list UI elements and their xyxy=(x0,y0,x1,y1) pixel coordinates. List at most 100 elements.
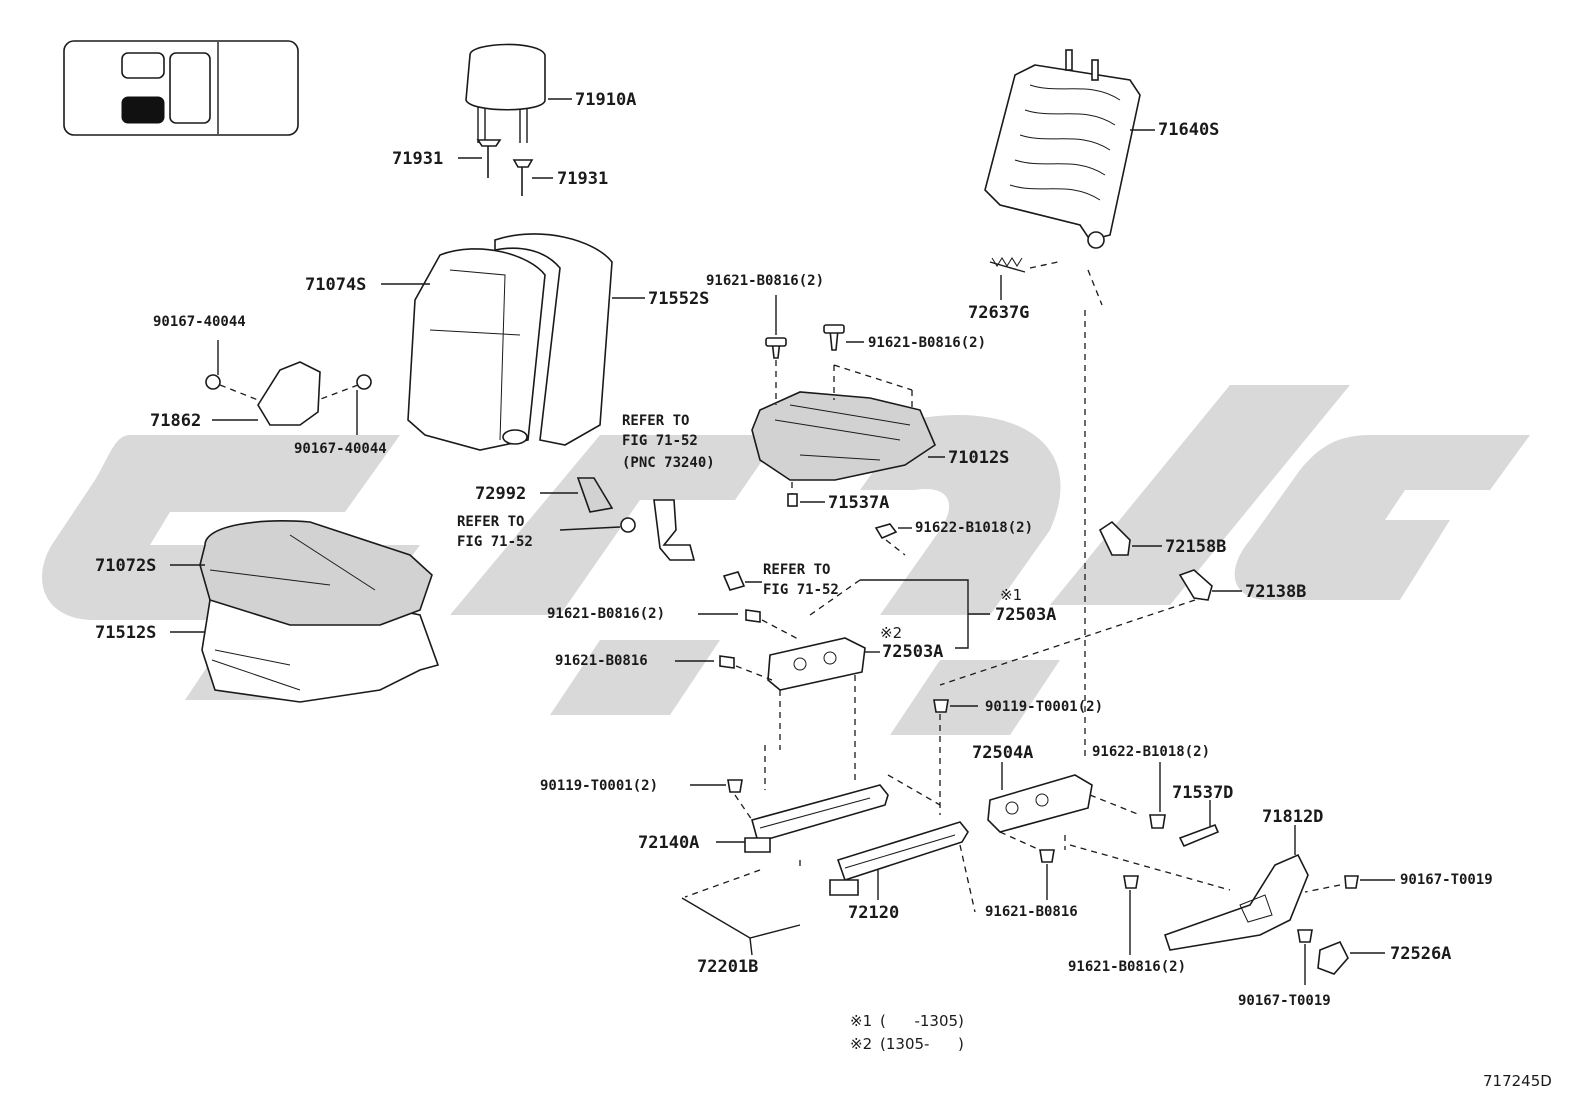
bolt-91622-B1018-2-b xyxy=(1149,814,1166,829)
rail-72120-detail xyxy=(844,834,956,869)
watermark-shape-8 xyxy=(890,660,1060,735)
label-72504A: 72504A xyxy=(972,743,1033,763)
seatback-cover-71552S xyxy=(494,233,613,446)
dash-frame-down xyxy=(1087,269,1103,306)
footnote-2-mark: ※2 xyxy=(850,1035,872,1053)
bolt-head-b xyxy=(823,324,845,334)
right-covers-group xyxy=(933,520,1242,815)
dash-90167-T0019-a xyxy=(1304,884,1341,893)
seatback-stay-1 xyxy=(1065,49,1073,71)
legend-cell-front-lower-left-highlighted xyxy=(121,96,165,124)
label-72503A-2: 72503A xyxy=(882,642,943,662)
refer-1-line-2: FIG 71-52 xyxy=(622,433,698,449)
label-71552S: 71552S xyxy=(648,289,709,309)
footnotes: ※1 ( -1305) ※2 (1305- ) 717245D xyxy=(850,1012,1552,1090)
cover-72138B xyxy=(1178,569,1213,601)
bolt-head-a xyxy=(765,337,787,347)
dash-72138B xyxy=(939,599,1196,686)
label-71512S: 71512S xyxy=(95,623,156,643)
footnote-1-mark: ※1 xyxy=(850,1012,872,1030)
seatback-cover-71074S xyxy=(407,248,546,451)
bolt-91622-B1018-2-a xyxy=(874,523,898,540)
label-91621-B0816-2-c: 91621-B0816(2) xyxy=(547,606,665,622)
headrest-support-1 xyxy=(476,139,502,178)
label-72201B: 72201B xyxy=(697,957,758,977)
bracket-small xyxy=(722,571,746,591)
headrest xyxy=(465,43,546,111)
label-72120: 72120 xyxy=(848,903,899,923)
label-71012S: 71012S xyxy=(948,448,1009,468)
dash-spring xyxy=(1029,261,1059,269)
rail-72140A-detail xyxy=(759,797,871,829)
cover-72158B xyxy=(1098,520,1131,556)
refer-2-line-2: FIG 71-52 xyxy=(457,534,533,550)
lifter-hole-2 xyxy=(1035,793,1049,807)
footnote-1-range: ( -1305) xyxy=(880,1012,964,1030)
part-72992 xyxy=(576,477,614,513)
refer-1-line-1: REFER TO xyxy=(622,413,689,429)
label-71072S: 71072S xyxy=(95,556,156,576)
knob-72526A xyxy=(1317,940,1349,975)
refer-1-line-3: (PNC 73240) xyxy=(622,455,715,471)
buckle-part xyxy=(653,499,696,561)
bolt-91621-B0816-2-d xyxy=(1123,875,1139,889)
label-90167-T0019-a: 90167-T0019 xyxy=(1400,872,1493,888)
label-91621-B0816-b: 91621-B0816 xyxy=(985,904,1078,920)
marker-2: ※2 xyxy=(880,624,902,642)
leader-72201B xyxy=(749,937,753,956)
dash-90119-b xyxy=(734,794,753,821)
label-72138B: 72138B xyxy=(1245,582,1306,602)
side-shield-group xyxy=(205,340,372,435)
label-90119-T0001-2-b: 90119-T0001(2) xyxy=(540,778,658,794)
seatback-frame-group xyxy=(984,49,1155,760)
seatback-frame xyxy=(984,64,1141,241)
label-91622-B1018-2-a: 91622-B1018(2) xyxy=(915,520,1033,536)
dash-bolt-d2 xyxy=(735,665,773,681)
rail-72140A xyxy=(751,784,889,843)
pad-71537A xyxy=(787,493,798,507)
label-91621-B0816-2-b: 91621-B0816(2) xyxy=(868,335,986,351)
seatback-cover-group xyxy=(381,233,645,451)
rail-72140A-foot xyxy=(744,837,771,853)
adjuster-bracket-72503A xyxy=(767,637,866,691)
label-71812D: 71812D xyxy=(1262,807,1323,827)
refer-3-line-2: FIG 71-52 xyxy=(763,582,839,598)
screw-90167-40044-b xyxy=(356,374,372,390)
headrest-support-2 xyxy=(512,159,534,196)
wire-group xyxy=(681,897,801,956)
label-91622-B1018-2-b: 91622-B1018(2) xyxy=(1092,744,1210,760)
adjuster-hole-1 xyxy=(793,657,807,671)
label-71074S: 71074S xyxy=(305,275,366,295)
label-91621-B0816-2-a: 91621-B0816(2) xyxy=(706,273,824,289)
bolt-91621-B0816-a xyxy=(719,655,735,669)
dash-rail-e xyxy=(959,844,976,913)
side-shield-71862 xyxy=(257,361,321,426)
label-71910A: 71910A xyxy=(575,90,636,110)
bolt-90119-T0001-2-a xyxy=(933,699,949,713)
bolt-91621-B0816-2-c xyxy=(745,609,761,623)
seatback-cover-hook xyxy=(502,429,528,445)
label-72526A: 72526A xyxy=(1390,944,1451,964)
lifter-72504A xyxy=(987,774,1093,833)
label-91621-B0816-a: 91621-B0816 xyxy=(555,653,648,669)
watermark-shape-3 xyxy=(450,435,780,615)
label-71537A: 71537A xyxy=(828,493,889,513)
label-71640S: 71640S xyxy=(1158,120,1219,140)
side-lever-group xyxy=(1163,825,1395,985)
part-labels: 71910A 71931 71931 71640S 72637G 71074S … xyxy=(95,90,1493,1009)
seatback-frame-springs xyxy=(1009,84,1121,201)
bushing xyxy=(620,517,636,533)
screw-90167-T0019-a xyxy=(1344,875,1359,889)
cushion-frame-detail xyxy=(774,404,911,461)
slide-rails-group xyxy=(684,745,976,913)
label-90119-T0001-2-a: 90119-T0001(2) xyxy=(985,699,1103,715)
cushion-frame-group xyxy=(751,295,945,507)
bolt-90119-T0001-2-b xyxy=(727,779,743,793)
label-90167-T0019-b: 90167-T0019 xyxy=(1238,993,1331,1009)
label-72158B: 72158B xyxy=(1165,537,1226,557)
dash-screw-a xyxy=(219,384,259,401)
watermark-shape-4 xyxy=(550,640,720,715)
legend-cell-front-upper-left xyxy=(121,52,165,79)
